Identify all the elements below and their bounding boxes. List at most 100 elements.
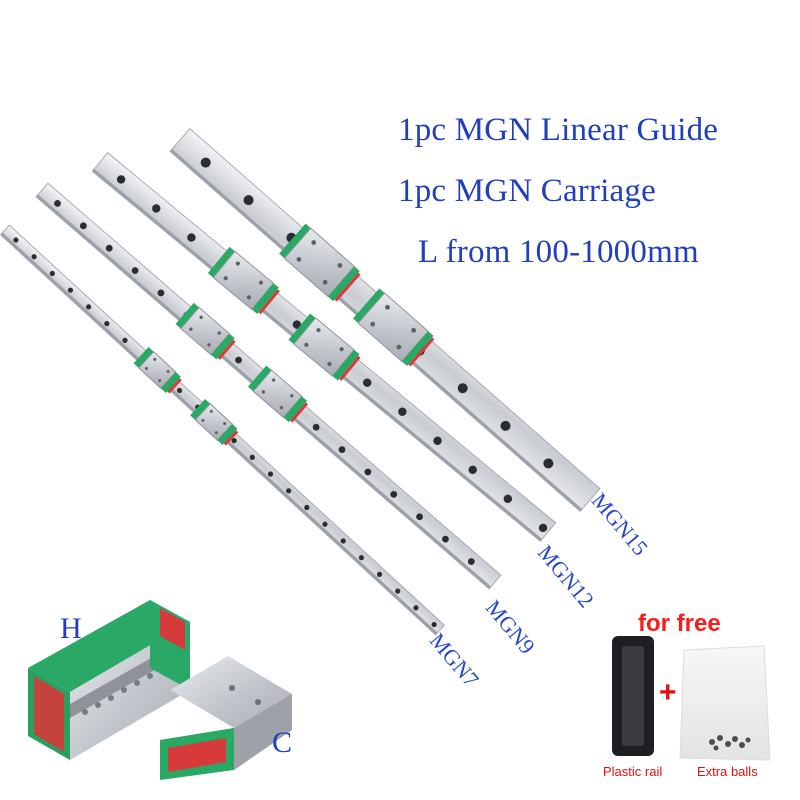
carriage-seal	[408, 337, 435, 367]
rail-mount-hole	[79, 222, 87, 230]
rail-mount-hole	[292, 320, 302, 329]
rail-mount-hole	[364, 468, 372, 476]
free-gift-caption-extra-balls: Extra balls	[697, 764, 758, 779]
carriage-end-cap	[190, 399, 211, 420]
linear-rail-mgn9	[35, 182, 502, 590]
headline-carriage: 1pc MGN Carriage	[398, 173, 656, 209]
carriage-bolt-hole	[217, 331, 221, 335]
carriage-body	[180, 306, 231, 356]
rail-mount-hole	[200, 157, 211, 168]
free-gifts-plus: +	[659, 676, 677, 709]
rail-mount-hole	[503, 494, 513, 504]
rail-mount-hole	[31, 254, 37, 260]
carriage-seal	[258, 289, 280, 315]
carriage-bolt-hole	[311, 240, 317, 245]
rail-mount-hole	[249, 454, 255, 460]
carriage-bolt-hole	[189, 327, 193, 331]
carriage-end-cap	[217, 424, 238, 445]
carriage-block	[133, 347, 182, 394]
free-gifts-illustration	[612, 636, 771, 761]
carriage-block	[352, 288, 435, 367]
rail-mount-hole	[304, 504, 310, 511]
carriage-seal	[334, 272, 361, 302]
rail-mount-hole	[395, 588, 401, 594]
rail-mount-hole	[67, 287, 74, 293]
carriage-bolt-hole	[296, 256, 302, 262]
short-carriage-c-image	[160, 656, 292, 780]
rail-mount-hole	[116, 175, 126, 184]
carriage-bolt-hole	[279, 405, 284, 410]
rail-mount-hole	[86, 304, 92, 310]
rail-mount-hole	[122, 337, 128, 343]
rail-mount-hole	[231, 438, 237, 444]
rail-mount-hole	[390, 490, 398, 498]
carriage-bolt-hole	[214, 431, 218, 435]
headline-length-range: L from 100-1000mm	[418, 234, 699, 270]
rail-mount-hole	[187, 233, 196, 242]
rail-mount-hole	[442, 535, 449, 543]
linear-rail-mgn12	[91, 152, 557, 542]
rail-mount-hole	[49, 270, 55, 277]
variant-label-c: C	[272, 726, 293, 759]
carriage-bolt-hole	[153, 357, 157, 361]
carriage-block	[279, 223, 361, 302]
free-gifts-title: for free	[638, 610, 721, 637]
carriage-block	[288, 313, 361, 381]
rail-mount-hole	[416, 513, 423, 521]
rail-mount-hole	[413, 605, 419, 611]
carriage-end-cap	[207, 246, 235, 278]
carriage-bolt-hole	[316, 328, 321, 333]
rail-mount-hole	[13, 237, 19, 243]
rail-mount-hole	[431, 621, 437, 628]
carriage-bolt-hole	[201, 418, 205, 422]
carriage-bolt-hole	[322, 279, 328, 285]
plastic-rail-icon	[612, 636, 654, 756]
rail-mount-hole	[152, 204, 161, 213]
carriage-bolt-hole	[304, 342, 309, 347]
carriage-end-cap	[247, 365, 272, 392]
rail-mount-hole	[376, 571, 383, 578]
rail-mount-hole	[500, 420, 511, 431]
carriage-bolt-hole	[271, 378, 276, 382]
carriage-end-cap	[175, 302, 200, 329]
rail-mount-hole	[398, 407, 407, 416]
rail-mount-hole	[105, 244, 113, 252]
carriage-end-cap	[401, 331, 434, 366]
carriage-bolt-hole	[223, 422, 227, 426]
rail-mount-hole	[538, 523, 548, 533]
rail-mount-hole	[131, 267, 139, 274]
linear-rail-mgn7	[0, 224, 446, 636]
rail-mount-hole	[363, 378, 372, 387]
rail-mount-hole	[286, 488, 292, 494]
rail-mount-hole	[176, 387, 183, 394]
carriage-block	[247, 365, 309, 423]
rail-mount-hole	[54, 200, 61, 207]
carriage-bolt-hole	[223, 276, 228, 281]
carriage-block	[175, 302, 236, 360]
carriage-seal	[167, 378, 182, 394]
carriage-bolt-hole	[261, 390, 266, 394]
rail-mount-hole	[467, 558, 475, 565]
rail-mount-hole	[338, 446, 346, 453]
rail-mount-hole	[322, 521, 328, 527]
rail-mount-hole	[340, 538, 346, 544]
variant-label-h: H	[60, 612, 82, 645]
free-gift-caption-plastic-rail: Plastic rail	[603, 764, 663, 779]
long-carriage-h-image	[28, 600, 190, 760]
carriage-bolt-hole	[144, 366, 148, 370]
carriage-end-cap	[288, 313, 316, 345]
linear-rail-mgn15	[169, 128, 601, 512]
rail-mount-hole	[235, 356, 242, 364]
carriage-end-cap	[279, 223, 311, 259]
carriage-bolt-hole	[385, 304, 390, 310]
carriage-bolt-hole	[166, 370, 170, 374]
carriage-end-cap	[251, 283, 279, 314]
carriage-block	[190, 399, 239, 446]
rail-mount-hole	[457, 383, 468, 394]
carriage-end-cap	[332, 349, 360, 381]
rail-mount-hole	[267, 471, 274, 477]
carriage-seal	[223, 430, 239, 446]
carriage-seal	[290, 402, 309, 423]
carriage-seal	[339, 355, 361, 381]
